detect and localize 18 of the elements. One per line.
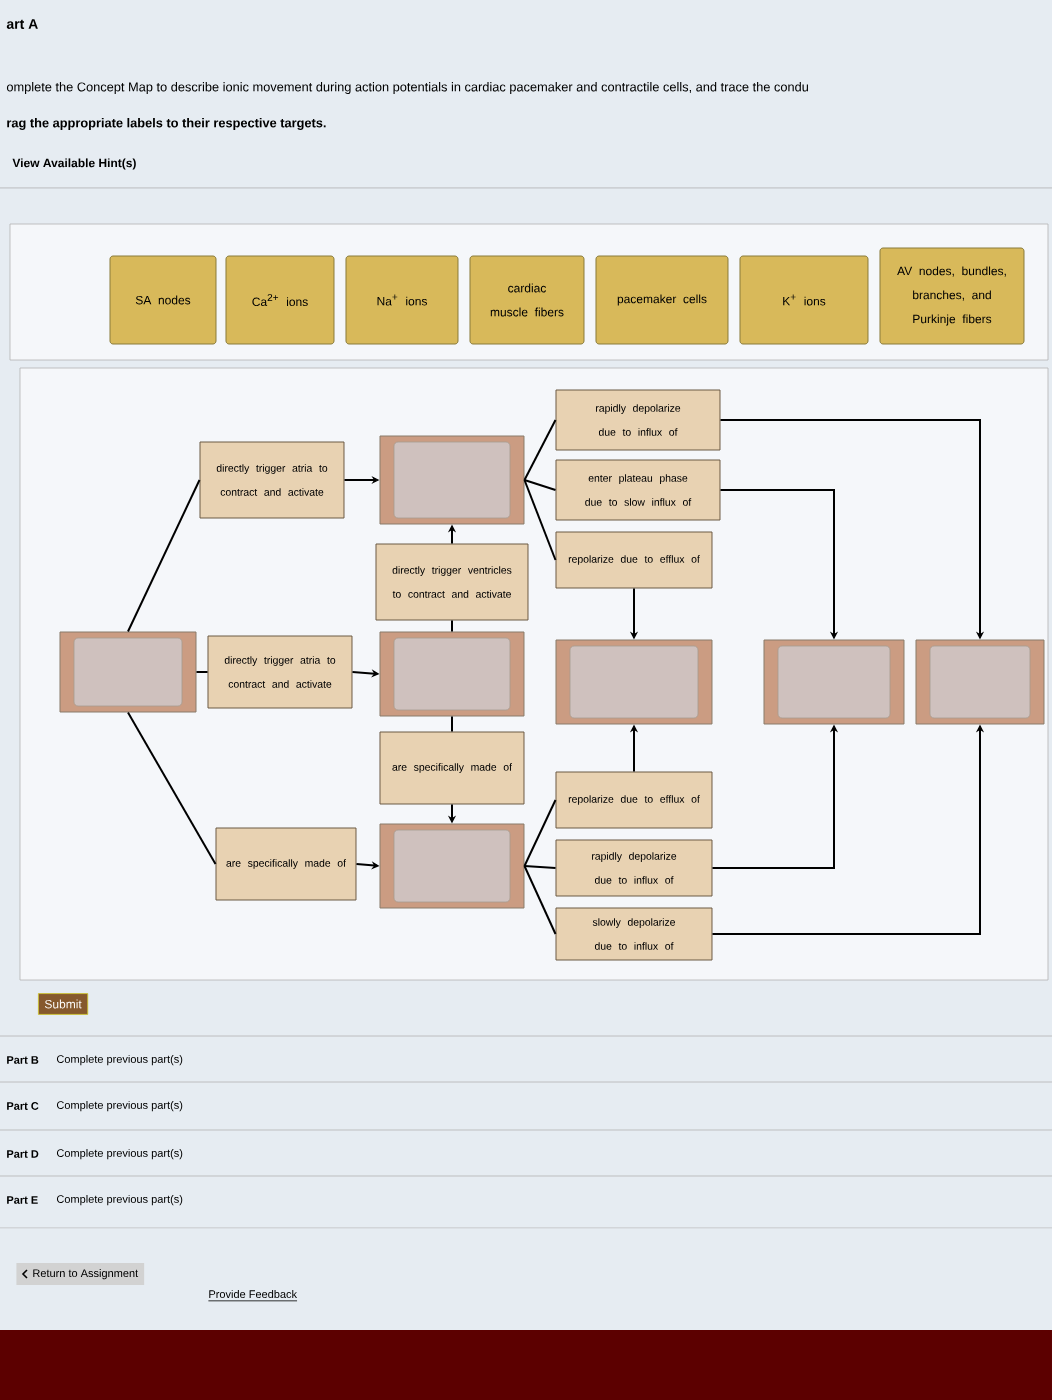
connector-line	[523, 479, 557, 491]
connector-line	[523, 799, 557, 867]
drop-target-box	[379, 631, 525, 717]
connector-line	[523, 419, 557, 481]
connector-line	[523, 479, 557, 561]
drop-target-box	[379, 435, 525, 525]
drop-target-box	[59, 631, 197, 713]
connector-line	[127, 711, 217, 865]
connector-line	[451, 715, 453, 733]
connector-line	[195, 671, 209, 673]
connector-line	[127, 479, 201, 633]
drop-target-box	[915, 639, 1045, 725]
drop-target-box	[555, 639, 713, 725]
connector-line	[523, 865, 557, 935]
drop-target-box	[379, 823, 525, 909]
connector-line	[451, 619, 453, 633]
drop-target-box	[763, 639, 905, 725]
connector-line	[523, 865, 557, 869]
